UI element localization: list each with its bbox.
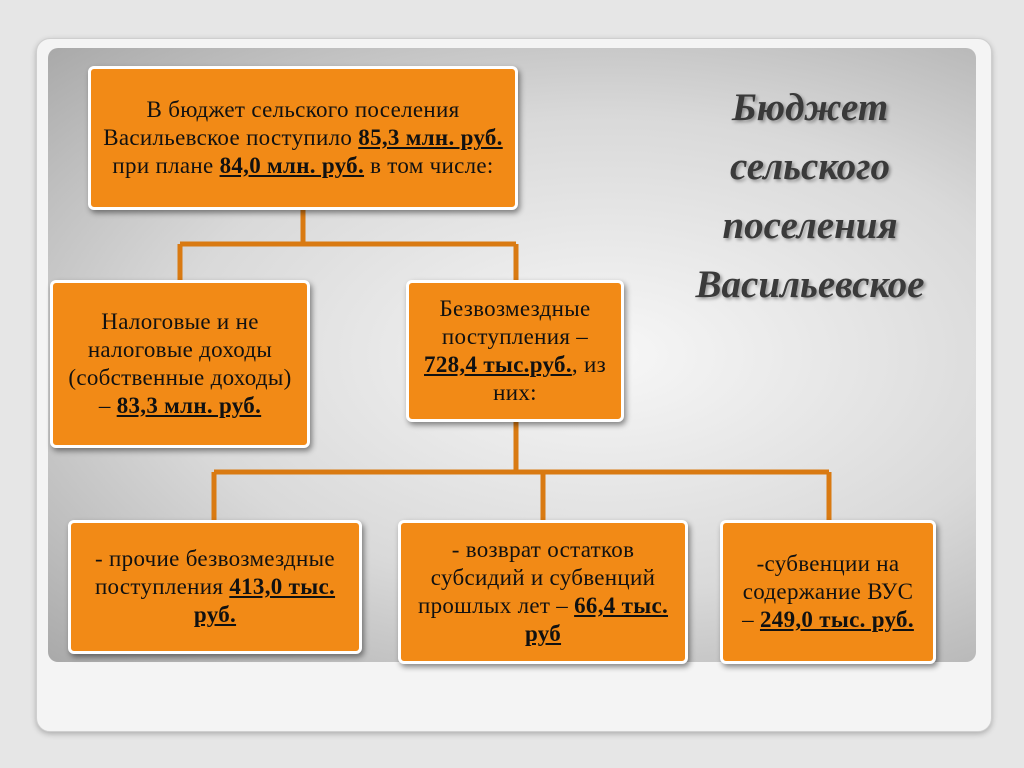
title-line-3: поселения: [722, 204, 898, 247]
own-revenue-text: Налоговые и не налоговые доходы (собстве…: [68, 309, 292, 418]
other-grants-value: 413,0 тыс. руб.: [193, 574, 336, 627]
title-line-2: сельского: [730, 145, 890, 188]
title-line-4: Васильевское: [695, 263, 925, 306]
grants-text-2: , из них:: [493, 352, 606, 405]
own-revenue-value: 83,3 млн. руб.: [116, 393, 262, 418]
root-text-3: в том числе:: [364, 153, 494, 178]
root-plan-value: 84,0 млн. руб.: [219, 153, 365, 178]
grants-value: 728,4 тыс.руб.: [424, 352, 572, 377]
grants-box: Безвозмездные поступления – 728,4 тыс.ру…: [406, 280, 624, 422]
vus-box: -субвенции на содержание ВУС – 249,0 тыс…: [720, 520, 936, 664]
other-grants-text: - прочие безвозмездные поступления: [94, 546, 335, 599]
vus-text: -субвенции на содержание ВУС –: [742, 551, 914, 632]
grants-text-1: Безвозмездные поступления –: [439, 296, 591, 349]
root-box: В бюджет сельского поселения Васильевско…: [88, 66, 518, 210]
root-text-1: В бюджет сельского поселения Васильевско…: [103, 97, 460, 150]
return-text: - возврат остатков субсидий и субвенций …: [417, 537, 656, 618]
slide-title: Бюджет сельского поселения Васильевское: [660, 78, 960, 314]
other-grants-box: - прочие безвозмездные поступления 413,0…: [68, 520, 362, 654]
root-text-2: при плане: [112, 153, 220, 178]
vus-value: 249,0 тыс. руб.: [759, 607, 914, 632]
return-value: 66,4 тыс. руб: [524, 593, 669, 646]
title-line-1: Бюджет: [731, 86, 889, 129]
root-actual-value: 85,3 млн. руб.: [358, 125, 503, 150]
own-revenue-box: Налоговые и не налоговые доходы (собстве…: [50, 280, 310, 448]
return-box: - возврат остатков субсидий и субвенций …: [398, 520, 688, 664]
